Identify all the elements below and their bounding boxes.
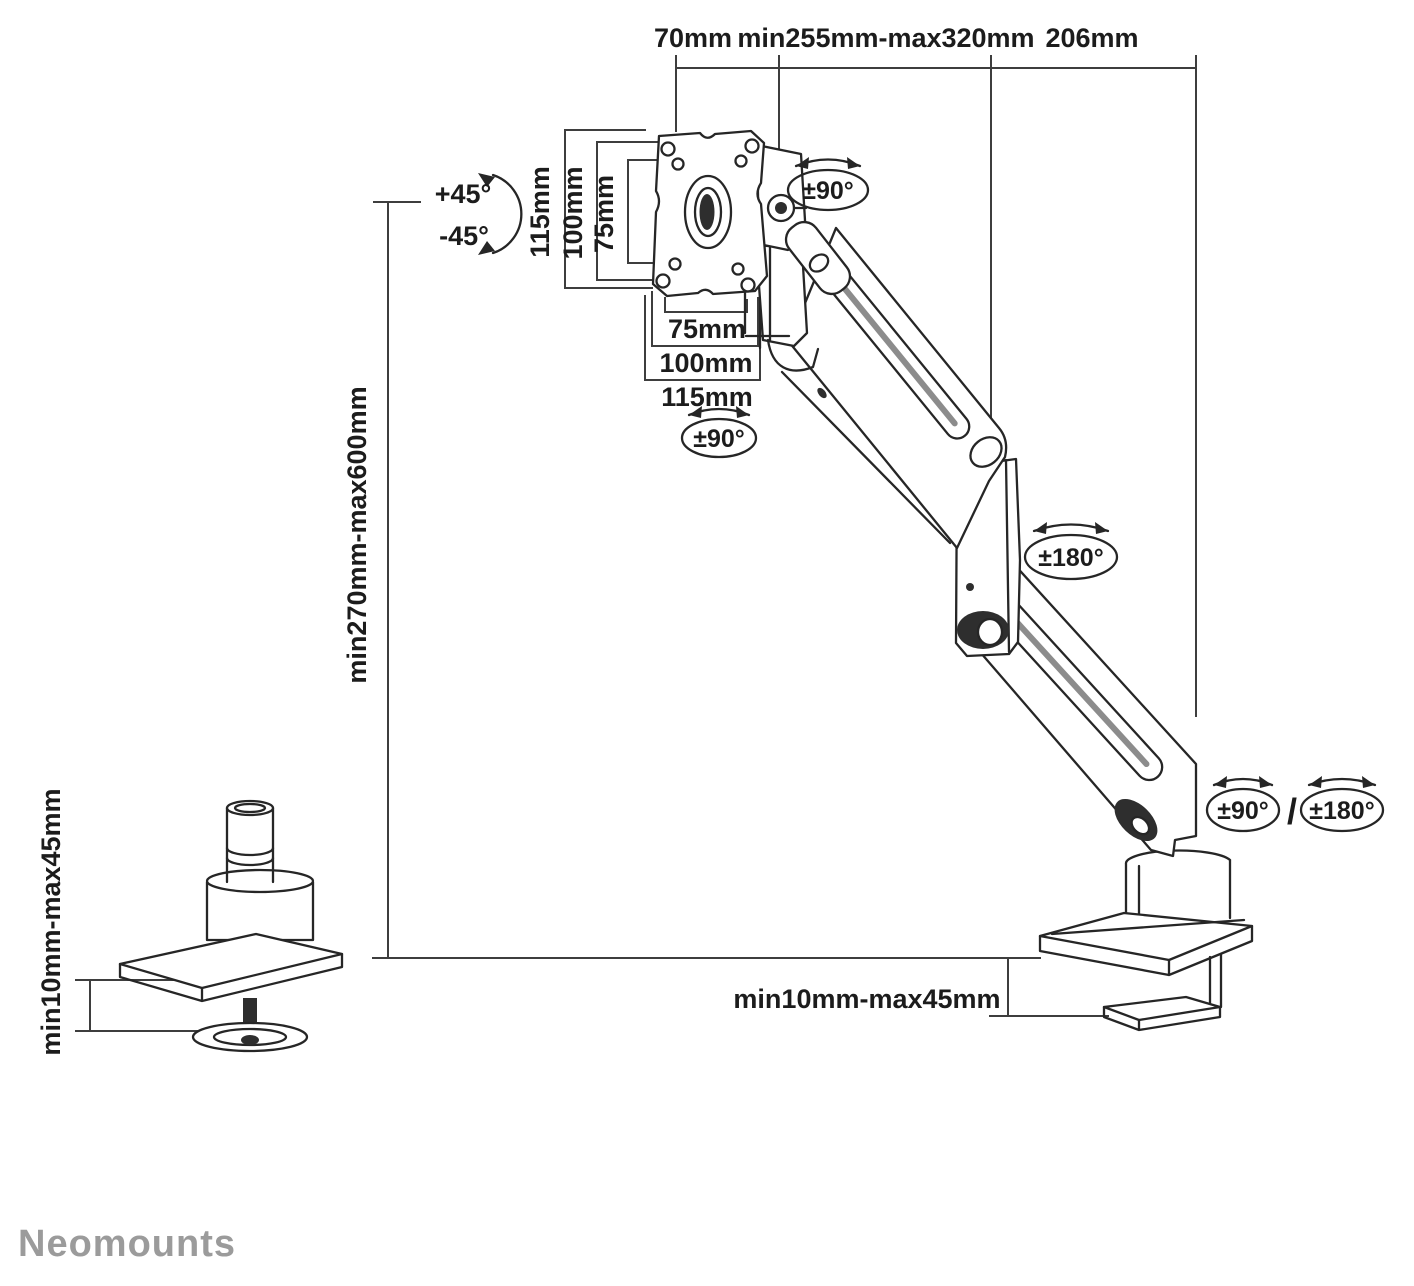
base-swivel-text: ±90°	[1217, 797, 1269, 825]
vesa-bottom-115: 115mm	[661, 382, 753, 412]
vesa-hole	[655, 273, 671, 289]
head-assembly	[738, 143, 852, 372]
vesa-bottom-75: 75mm	[668, 314, 746, 344]
base-rotation-text: ±180°	[1309, 797, 1374, 825]
desk-clamp-range-label: min10mm-max45mm	[733, 984, 1000, 1014]
vesa-hole	[671, 157, 685, 171]
base-riser	[1124, 849, 1232, 920]
elbow-link-hole	[969, 436, 1003, 468]
vesa-hole	[660, 141, 676, 157]
tilt-arrow	[478, 173, 523, 255]
vesa-hole	[740, 277, 756, 293]
grommet-mount-drawing	[118, 799, 344, 1053]
base-swivel-label: ±90°	[1205, 776, 1281, 833]
grommet-range-label: min10mm-max45mm	[36, 788, 66, 1055]
vesa-plate	[651, 129, 769, 298]
height-range-label: min270mm-max600mm	[342, 386, 372, 683]
top-dimension-line	[675, 55, 1197, 717]
dim-206mm: 206mm	[1045, 23, 1138, 53]
vesa-left-100: 100mm	[558, 166, 588, 259]
dim-70mm: 70mm	[654, 23, 732, 53]
vesa-hole	[731, 262, 745, 276]
rotation-labels: ±90° ±90° ±180° ±90° / ±180°	[680, 157, 1385, 833]
vesa-hole	[734, 154, 748, 168]
vesa-hole	[668, 257, 682, 271]
clamp-thickness-bracket	[989, 957, 1109, 1017]
desk-clamp-base	[1038, 849, 1254, 1032]
tilt-plus-label: +45°	[435, 179, 492, 209]
vesa-vertical-dimensions	[564, 129, 669, 289]
elbow-joint	[954, 457, 1022, 658]
clamp-arm	[1208, 952, 1223, 1009]
rotation-separator: /	[1287, 791, 1297, 832]
base-rotation-label: ±180°	[1299, 776, 1385, 833]
cable-hook	[766, 338, 820, 372]
height-dimension-line	[372, 201, 1041, 959]
clamp-bottom-pad	[1102, 995, 1222, 1022]
dimension-labels: 70mm min255mm-max320mm 206mm +45° -45° 1…	[36, 23, 1139, 1056]
grommet-thickness-bracket	[75, 979, 201, 1032]
neomounts-logo: Neomounts	[18, 1223, 236, 1265]
dim-depth-range: min255mm-max320mm	[737, 23, 1034, 53]
vesa-pan-text: ±90°	[693, 425, 745, 453]
base-pivot-cavity	[1114, 798, 1158, 842]
dimension-lines	[75, 55, 1197, 1032]
upper-arm	[780, 226, 1008, 550]
vesa-pan-label: ±90°	[680, 406, 758, 459]
head-swivel-text: ±90°	[802, 177, 854, 205]
tilt-minus-label: -45°	[439, 221, 489, 251]
vesa-bottom-100: 100mm	[659, 348, 752, 378]
vesa-hole	[744, 138, 760, 154]
lower-arm	[972, 560, 1198, 858]
vesa-left-75: 75mm	[589, 175, 619, 253]
elbow-rotation-text: ±180°	[1038, 544, 1103, 572]
elbow-rotation-label: ±180°	[1023, 522, 1119, 581]
vesa-left-115: 115mm	[525, 166, 555, 258]
head-swivel-label: ±90°	[786, 157, 870, 212]
